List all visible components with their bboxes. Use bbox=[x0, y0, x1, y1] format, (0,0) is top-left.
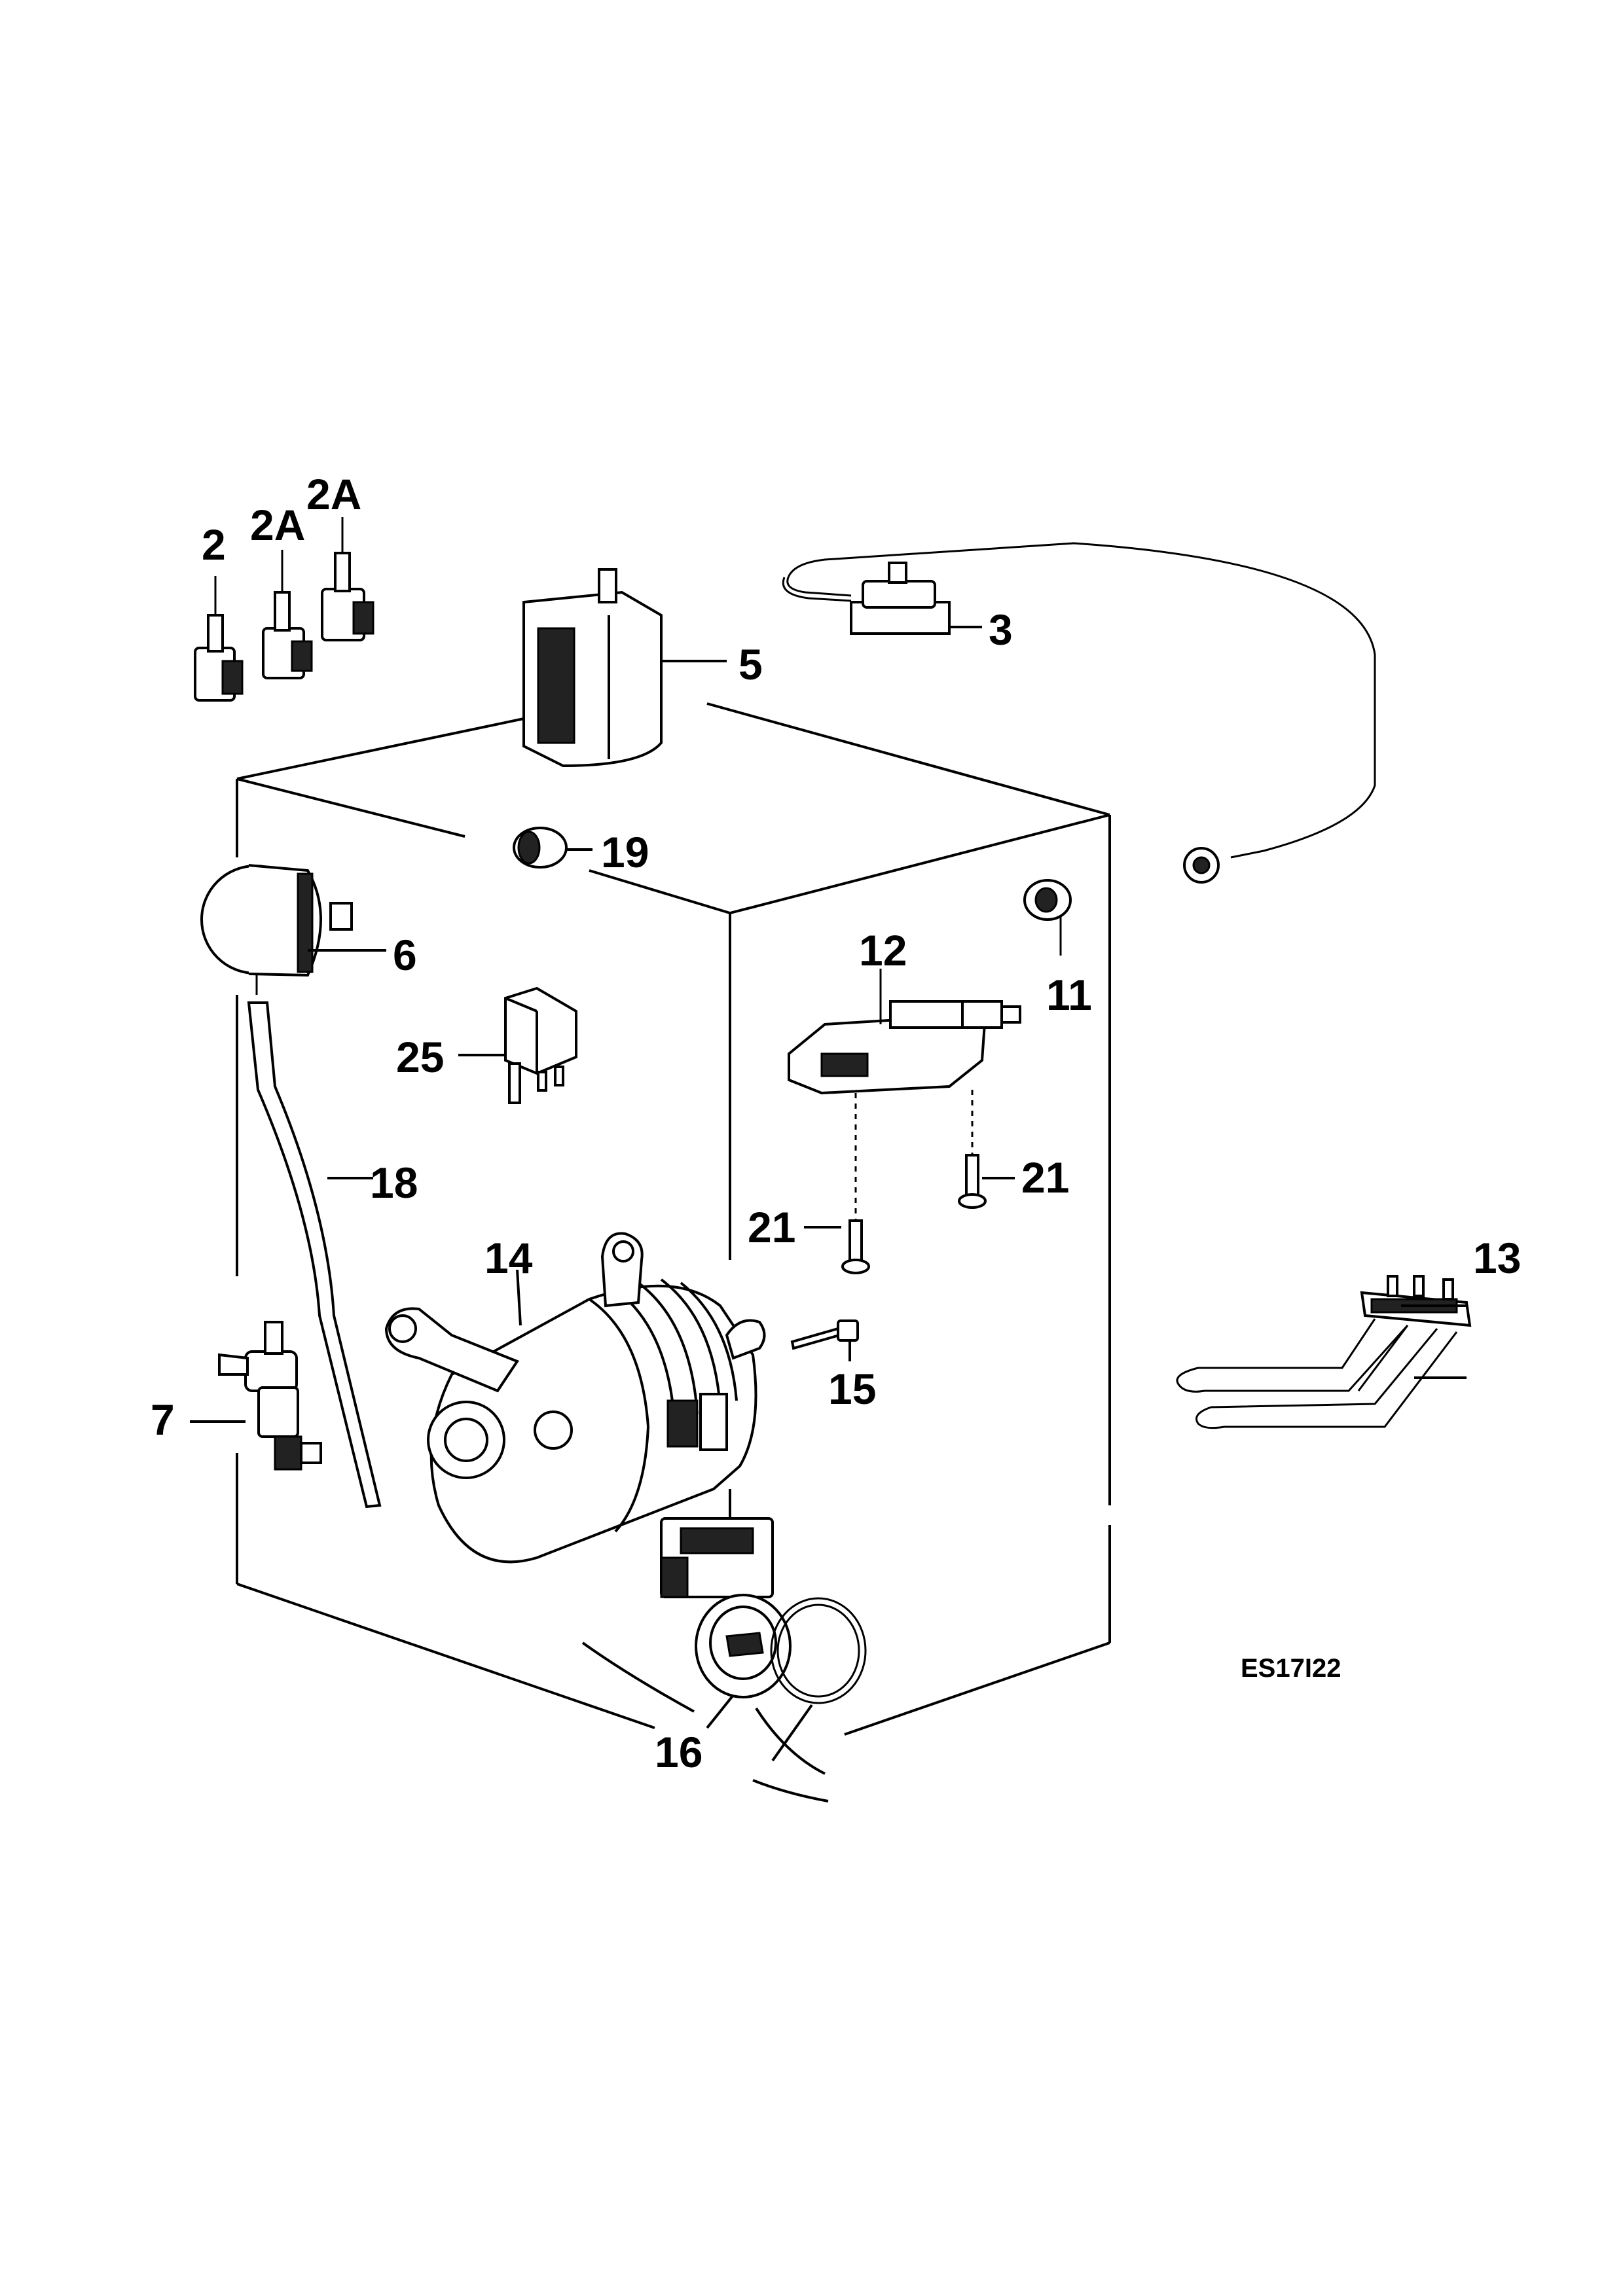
screw-part-21-right bbox=[958, 1090, 1015, 1209]
switch-part-2 bbox=[194, 576, 244, 702]
drain-pump-part-16 bbox=[581, 1517, 867, 1803]
label-25: 25 bbox=[396, 1033, 444, 1081]
label-6: 6 bbox=[393, 931, 417, 979]
switch-part-2a-right bbox=[321, 517, 374, 641]
label-11: 11 bbox=[1046, 971, 1092, 1019]
grommet-part-19 bbox=[513, 827, 593, 869]
label-18: 18 bbox=[370, 1158, 418, 1207]
door-lock-part-12 bbox=[788, 969, 1021, 1095]
grommet-part-11 bbox=[1023, 879, 1072, 956]
label-21-right: 21 bbox=[1021, 1153, 1069, 1202]
heater-part-13 bbox=[1176, 1275, 1472, 1429]
hose-part-18 bbox=[247, 1001, 382, 1509]
callout-labels: 2 2A 2A 3 5 19 6 12 11 25 21 21 18 13 14… bbox=[151, 470, 1521, 1776]
filter-part-5 bbox=[522, 568, 727, 768]
label-13: 13 bbox=[1473, 1234, 1521, 1282]
label-12: 12 bbox=[859, 926, 907, 975]
label-14: 14 bbox=[484, 1234, 533, 1282]
label-2a-left: 2A bbox=[250, 501, 305, 549]
switch-part-2a-left bbox=[262, 550, 313, 679]
label-19: 19 bbox=[601, 828, 649, 876]
label-21-left: 21 bbox=[748, 1203, 795, 1251]
relay-part-25 bbox=[458, 986, 577, 1104]
label-5: 5 bbox=[739, 640, 763, 689]
label-7: 7 bbox=[151, 1395, 175, 1444]
inlet-valve-part-7 bbox=[190, 1321, 322, 1471]
screw-part-21-left bbox=[804, 1093, 870, 1274]
bolt-part-15 bbox=[790, 1319, 859, 1361]
label-16: 16 bbox=[655, 1728, 702, 1776]
diagram-code: ES17I22 bbox=[1241, 1654, 1341, 1683]
label-2: 2 bbox=[202, 520, 226, 569]
label-2a-right: 2A bbox=[306, 470, 361, 518]
thermostat-part-3 bbox=[782, 542, 1376, 884]
label-3: 3 bbox=[989, 605, 1013, 654]
cabinet-outline bbox=[236, 702, 1111, 1736]
label-15: 15 bbox=[828, 1365, 876, 1413]
motor-part-14 bbox=[384, 1232, 766, 1564]
pressure-switch-part-6 bbox=[200, 864, 386, 995]
